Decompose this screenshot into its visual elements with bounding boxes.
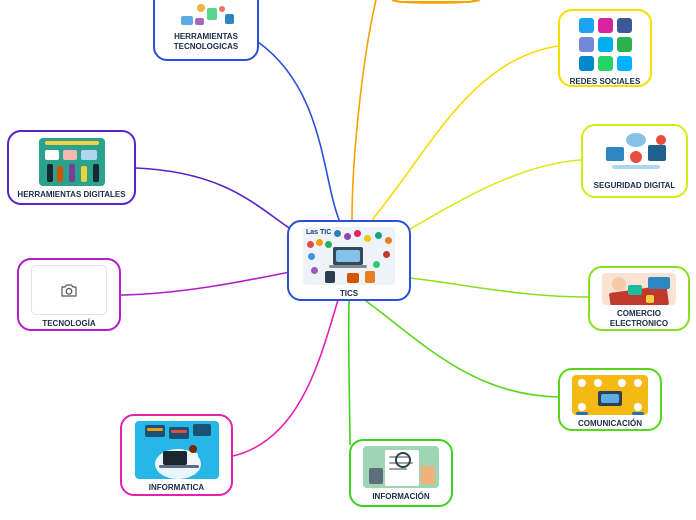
twitter-icon	[578, 18, 594, 33]
connector-comercio	[409, 277, 589, 298]
social-icons-grid	[578, 18, 632, 71]
connector-redes	[371, 45, 559, 221]
informacion-illustration	[363, 446, 439, 488]
topic-label-redes: REDES SOCIALES	[569, 77, 641, 86]
camera-icon	[61, 283, 77, 297]
topic-label-seguridad: SEGURIDAD DIGITAL	[593, 181, 676, 190]
image-placeholder	[31, 265, 107, 315]
topic-herramientas-digitales[interactable]: HERRAMIENTAS DIGITALES	[7, 130, 136, 205]
connector-informatica	[232, 299, 339, 457]
topic-label-herramientas-tecnologicas: HERRAMIENTAS TECNOLOGICAS	[173, 32, 239, 51]
facebook-icon	[616, 18, 632, 33]
topic-comunicacion[interactable]: COMUNICACIÓN	[558, 368, 662, 431]
informatica-illustration	[134, 421, 219, 479]
discord-icon	[578, 37, 594, 52]
topic-informacion[interactable]: INFORMACIÓN	[349, 439, 453, 507]
skype-icon	[597, 37, 613, 52]
central-node-label: TICS	[339, 289, 359, 298]
comunicacion-illustration	[572, 375, 648, 415]
topic-tecnologia[interactable]: TECNOLOGÍA	[17, 258, 121, 331]
connector-top-offscreen	[351, 0, 377, 221]
topic-label-informacion: INFORMACIÓN	[372, 492, 430, 501]
topic-label-informatica: INFORMATICA	[148, 483, 205, 492]
messenger-icon	[616, 56, 632, 71]
topic-herramientas-tecnologicas[interactable]: HERRAMIENTAS TECNOLOGICAS	[153, 0, 259, 61]
whatsapp-icon	[597, 56, 613, 71]
central-node-tics[interactable]: Las TIC TICS	[287, 220, 411, 301]
lock-icon	[629, 151, 642, 163]
magnifier-icon	[395, 452, 411, 468]
comercio-illustration	[602, 273, 676, 305]
tech-tools-illustration	[177, 2, 235, 28]
topic-comercio-electronico[interactable]: COMERCIO ELECTRONICO	[588, 266, 690, 331]
topic-label-herramientas-digitales: HERRAMIENTAS DIGITALES	[17, 190, 126, 199]
connector-herramientas-digitales	[135, 167, 293, 231]
topic-seguridad-digital[interactable]: SEGURIDAD DIGITAL	[581, 124, 688, 198]
telegram-icon	[578, 56, 594, 71]
topic-informatica[interactable]: INFORMATICA	[120, 414, 233, 496]
shopping-cart-icon	[628, 285, 642, 295]
topic-redes-sociales[interactable]: REDES SOCIALES	[558, 9, 652, 87]
tics-illustration: Las TIC	[303, 227, 395, 285]
digital-tools-illustration	[38, 138, 105, 186]
topic-label-comercio: COMERCIO ELECTRONICO	[609, 309, 669, 328]
topic-label-comunicacion: COMUNICACIÓN	[578, 419, 642, 428]
connector-tecnologia	[120, 271, 291, 296]
connector-informacion	[347, 299, 351, 446]
connector-seguridad	[404, 159, 582, 233]
topic-offscreen-top[interactable]	[388, 0, 482, 3]
feedly-icon	[616, 37, 632, 52]
instagram-icon	[597, 18, 613, 33]
connector-herramientas-tecnologicas	[257, 41, 341, 223]
tics-image-caption: Las TIC	[306, 229, 332, 236]
connector-comunicacion	[361, 297, 559, 398]
seguridad-illustration	[599, 131, 670, 177]
topic-label-tecnologia: TECNOLOGÍA	[42, 319, 96, 328]
